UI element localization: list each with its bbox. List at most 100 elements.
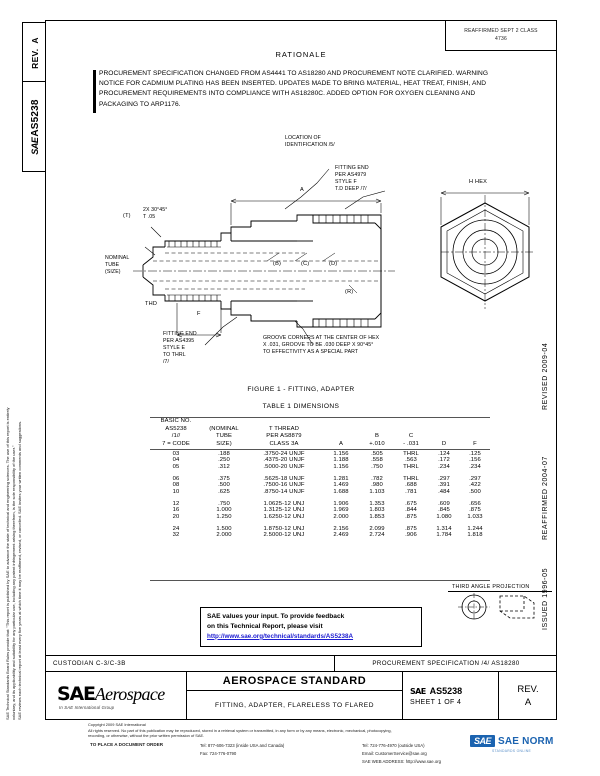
contact-spacer [90,751,198,757]
dim-label-A: A [300,187,304,193]
contact-row-1: TO PLACE A DOCUMENT ORDER Tel: 877-606-7… [90,742,486,749]
table-cell-5: .675 [405,500,417,507]
watermark-badge: SAE [470,735,496,747]
table-cell-7: .156 [469,457,481,464]
table-cell-2: .5625-18 UNJF [263,475,305,482]
stamp-line-1: REAFFIRMED SEPT 2 CLASS [464,28,538,34]
table-cell-5: THRL [403,450,419,457]
table-cell-7: .422 [469,482,481,489]
sae-norm-watermark: SAE SAE NORM [470,735,554,747]
document-title: FITTING, ADAPTER, FLARELESS TO FLARED [215,702,374,709]
table-cell-2: 1.8750-12 UNJ [263,525,305,532]
table-cell-1: .625 [218,488,230,495]
table-cell-6: .609 [438,500,450,507]
table-cell-2: .5000-20 UNJF [263,463,305,470]
custodian-row: CUSTODIAN C-3/C-3B PROCUREMENT SPECIFICA… [45,655,557,672]
th-f: F [473,441,477,448]
watermark-text: SAE NORM [498,735,554,747]
table-cell-6: .484 [438,488,450,495]
logo-subtitle: In SAE International Group [59,705,115,710]
table-cell-4: 1.853 [369,514,385,521]
table-cell-7: .234 [469,463,481,470]
sae-logo-text: SAE [30,137,40,155]
table-cell-1: .375 [218,475,230,482]
table-head: BASIC NO. AS5238 /1// 7 = CODE (NOMINAL … [150,418,490,450]
rev-tab: REV. A [22,22,46,82]
table-cell-3: 1.281 [333,475,349,482]
table-cell-7: 1.818 [467,532,483,539]
table-cell-3: 1.188 [333,457,349,464]
table-cell-6: .124 [438,450,450,457]
table-cell-3: 2.000 [333,514,349,521]
copyright-line-1: Copyright 2009 SAE International [88,722,146,727]
table-cell-7: .875 [469,507,481,514]
contact-tel-1: Tel: 877-606-7323 (inside USA and Canada… [200,742,285,748]
note-groove-corners: GROOVE CORNERS AT THE CENTER OF HEX X .0… [263,335,380,356]
table-bottom-rule [150,580,490,582]
doc-number: AS5238 [429,686,463,696]
table-cell-6: .391 [438,482,450,489]
table-cell-5: .906 [405,532,417,539]
th-d: D [441,441,447,448]
table-cell-2: 1.3125-12 UNJ [263,507,305,514]
th-c: C - .031 [403,433,419,448]
web-value: http://www.sae.org [405,759,442,765]
feedback-box: SAE values your input. To provide feedba… [200,607,422,647]
web-address: SAE WEB ADDRESS: http://www.sae.org [362,759,486,765]
copyright-footer: Copyright 2009 SAE International All rig… [88,722,488,768]
table-cell-4: .505 [371,450,383,457]
dim-label-R: (R) [345,289,354,295]
table-cell-0: 12 [172,500,180,507]
table-header-row: BASIC NO. AS5238 /1// 7 = CODE (NOMINAL … [150,418,490,450]
sae-aerospace-logo: SAE Aerospace In SAE International Group [45,672,187,720]
order-label: TO PLACE A DOCUMENT ORDER [90,742,164,748]
revision-value: A [524,697,532,708]
rev-tab-value: A [30,37,40,44]
table-cell-1: .750 [218,500,230,507]
th-basic-no: BASIC NO. AS5238 /1// 7 = CODE [160,418,192,448]
revision-cell: REV. A [499,672,557,720]
table-cell-2: 1.6250-12 UNJ [263,514,305,521]
dim-label-H-hex: H HEX [469,179,488,185]
table-cell-4: .782 [371,475,383,482]
note-location-identification: LOCATION OF IDENTIFICATION /5/ [285,135,335,149]
contact-spacer-2 [90,759,198,765]
document-type-heading: AEROSPACE STANDARD [187,672,402,691]
table-cell-3: 2.469 [333,532,349,539]
dim-label-B: (B) [273,261,282,267]
th-b: B +.010 [369,433,385,448]
table-cell-3: 1.969 [333,507,349,514]
table-cell-0: 10 [172,488,180,495]
rev-tab-label: REV. [30,48,40,69]
contact-row-2: Fax: 724-776-0790 Email: CustomerService… [90,751,486,757]
dim-label-D: (D) [329,261,338,267]
table-cell-0: 32 [172,532,180,539]
stamp-line-2: 4736 [495,35,507,42]
table-cell-1: .500 [218,482,230,489]
watermark-subtitle: STANDARDS ONLINE [492,749,532,753]
table-cell-2: 1.0625-12 UNJ [263,500,305,507]
table-cell-6: .234 [438,463,450,470]
date-reaffirmed: REAFFIRMED 2004-07 [542,456,549,540]
title-block-middle: AEROSPACE STANDARD FITTING, ADAPTER, FLA… [187,672,403,720]
table-cell-1: .188 [218,450,230,457]
table-cell-5: .781 [405,488,417,495]
table-cell-3: 1.906 [333,500,349,507]
feedback-line-2: on this Technical Report, please visit [207,622,323,630]
table-cell-3: 2.156 [333,525,349,532]
rationale-text: PROCUREMENT SPECIFICATION CHANGED FROM A… [99,70,489,108]
table-cell-1: 1.500 [216,525,232,532]
dim-label-C: (C) [301,261,310,267]
standard-number-label: AS5238 [29,99,41,137]
table-cell-0: 03 [172,450,180,457]
table-cell-3: 1.156 [333,463,349,470]
table-cell-2: .8750-14 UNJF [263,488,305,495]
table-cell-6: 1.784 [436,532,452,539]
contact-fax: Fax: 724-776-0790 [200,751,237,757]
feedback-link[interactable]: http://www.sae.org/technical/standards/A… [207,632,354,640]
